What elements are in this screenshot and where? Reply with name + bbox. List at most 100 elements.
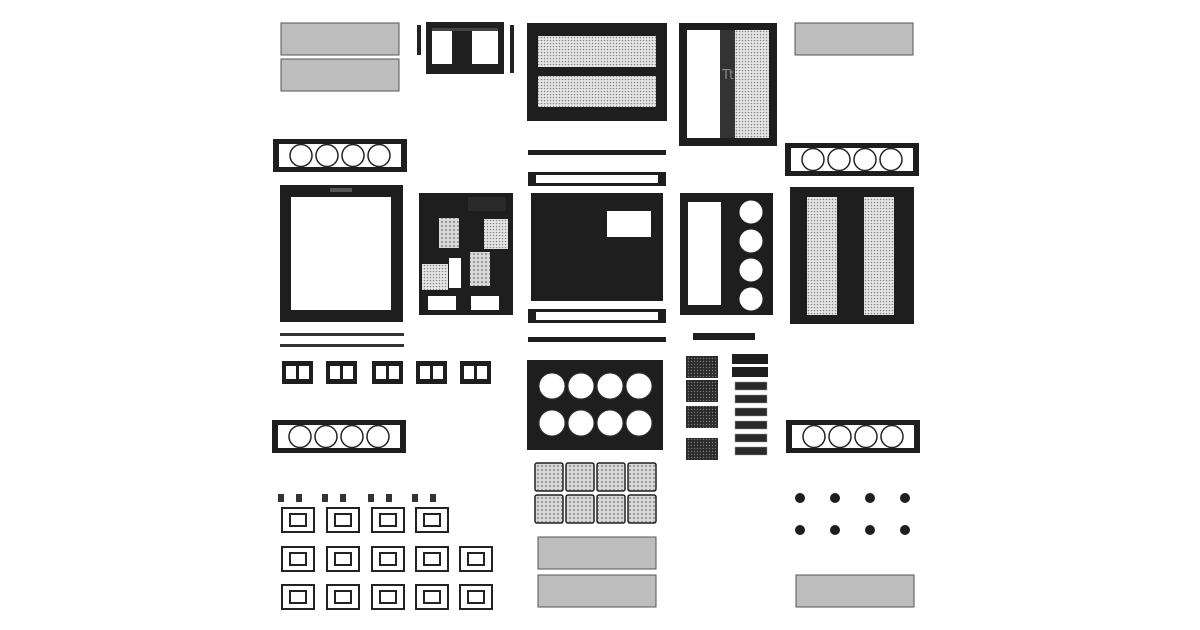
fan-hole-icon <box>880 424 904 449</box>
io-bracket <box>416 361 447 384</box>
mesh-filter-icon <box>534 462 564 492</box>
fan-rail <box>273 139 407 172</box>
mesh-filter-icon <box>565 494 595 524</box>
io-bracket-group <box>282 361 491 384</box>
center-motherboard-plate <box>528 150 666 342</box>
top-chassis-plate <box>417 22 514 74</box>
mesh-filter-grid <box>534 462 657 524</box>
drive-cage <box>686 438 718 460</box>
screw-icon <box>340 494 346 502</box>
fan-rail-group <box>272 139 920 453</box>
screw-icon <box>412 494 418 502</box>
glass-panel-top-right <box>794 22 914 56</box>
mb-tray-left <box>419 193 513 315</box>
thumbscrew-icon <box>865 525 875 535</box>
fan-hole-icon <box>567 372 595 400</box>
fan-hole-icon <box>314 424 338 449</box>
fan-hole-icon <box>288 424 312 449</box>
drive-rail <box>734 446 768 456</box>
glass-panel-top-left-2 <box>280 58 400 92</box>
side-mesh-panel-right <box>790 187 914 324</box>
glass-panel-top-left-1 <box>280 22 400 56</box>
drive-rail <box>734 433 768 443</box>
fan-hole-icon <box>538 372 566 400</box>
drive-rail <box>734 394 768 404</box>
mesh-filter-icon <box>565 462 595 492</box>
mesh-filter-icon <box>596 462 626 492</box>
mesh-filter-icon <box>627 462 657 492</box>
drive-rail <box>734 381 768 391</box>
drive-rail <box>734 407 768 417</box>
bracket-icon <box>281 507 315 533</box>
drive-rail <box>734 420 768 430</box>
glass-panel-bottom-right <box>795 574 915 608</box>
drive-cage <box>686 406 718 428</box>
thumbscrew-icon <box>795 525 805 535</box>
brand-logo: Tt <box>721 68 734 83</box>
fan-hole-icon <box>853 147 877 172</box>
fan-hole-icons <box>538 372 653 437</box>
io-bracket <box>326 361 357 384</box>
fan-hole-icon <box>625 409 653 437</box>
top-mesh-panel <box>527 23 667 121</box>
thin-rails <box>280 333 755 347</box>
bracket-icon <box>371 546 405 572</box>
drive-cage <box>686 356 718 378</box>
fan-hole-icon <box>801 147 825 172</box>
radiator-fan-holes <box>738 199 764 312</box>
thumbscrew-icon <box>830 493 840 503</box>
screw-icon <box>430 494 436 502</box>
fan-hole-icon <box>854 424 878 449</box>
drive-cage-stack <box>686 354 768 460</box>
fan-hole-icon <box>341 143 365 168</box>
fan-rail <box>272 420 406 453</box>
screw-icon <box>296 494 302 502</box>
fan-hole-icon <box>567 409 595 437</box>
io-bracket <box>460 361 491 384</box>
thumbscrew-icon-grid <box>795 493 910 535</box>
fan-hole-icon <box>538 409 566 437</box>
bracket-icon <box>415 546 449 572</box>
bracket-icon-grid <box>281 507 493 610</box>
fan-hole-icon <box>596 372 624 400</box>
screw-icon <box>386 494 392 502</box>
thumbscrew-icon <box>900 493 910 503</box>
fan-hole-icon <box>340 424 364 449</box>
bracket-icon <box>371 507 405 533</box>
thumbscrew-icon <box>900 525 910 535</box>
fan-hole-icon <box>738 286 764 312</box>
screw-icon-row <box>278 494 436 502</box>
fan-hole-icon <box>367 143 391 168</box>
bracket-icon <box>415 507 449 533</box>
thumbscrew-icon <box>830 525 840 535</box>
side-window-panel-left <box>280 185 403 322</box>
fan-hole-icon <box>366 424 390 449</box>
bracket-icon <box>459 546 493 572</box>
fan-hole-icon <box>738 199 764 225</box>
fan-hole-icon <box>879 147 903 172</box>
fan-hole-icon <box>828 424 852 449</box>
fan-rail <box>785 143 919 176</box>
glass-panel-bottom-mid-1 <box>537 536 657 570</box>
io-bracket <box>282 361 313 384</box>
mesh-filter-icon <box>534 494 564 524</box>
fan-hole-icon <box>802 424 826 449</box>
radiator-panel <box>680 193 773 315</box>
fan-hole-icon <box>827 147 851 172</box>
fan-hole-icon <box>625 372 653 400</box>
bracket-icon <box>326 546 360 572</box>
screw-icon <box>368 494 374 502</box>
mesh-filter-icon <box>596 494 626 524</box>
fan-hole-icon <box>315 143 339 168</box>
thumbscrew-icon <box>795 493 805 503</box>
fan-hole-icon <box>596 409 624 437</box>
thumbscrew-icon <box>865 493 875 503</box>
drive-cage <box>732 367 768 377</box>
fan-hole-icon <box>289 143 313 168</box>
bracket-icon <box>281 584 315 610</box>
bracket-icon <box>326 584 360 610</box>
fan-rail <box>786 420 920 453</box>
glass-panel-bottom-mid-2 <box>537 574 657 608</box>
fan-hole-icon <box>738 228 764 254</box>
